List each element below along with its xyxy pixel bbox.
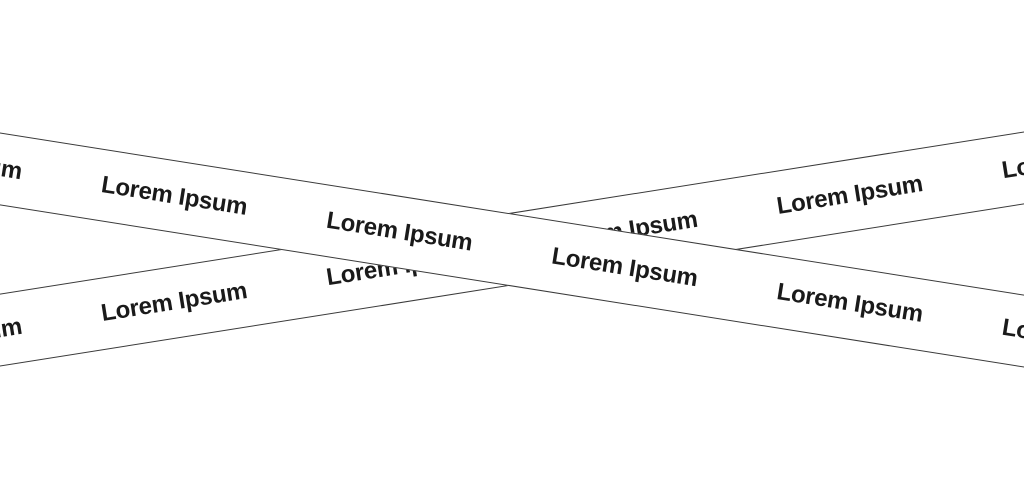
tape-text: Lorem Ipsum <box>774 170 925 220</box>
tape-text: Lorem Ipsum <box>0 312 24 363</box>
tape-text: Lorem Ipsum <box>774 278 925 328</box>
tape-text: Lorem Ipsum <box>999 134 1024 185</box>
tape-text: Lorem Ipsum <box>324 206 475 257</box>
tape-text: Lorem Ipsum <box>99 277 250 327</box>
tape-text: Lorem Ipsum <box>0 135 25 186</box>
tape-text: Lorem Ipsum <box>1000 313 1024 364</box>
tape-text: Lorem Ipsum <box>99 171 250 221</box>
tape-text: Lorem Ipsum <box>549 242 700 293</box>
